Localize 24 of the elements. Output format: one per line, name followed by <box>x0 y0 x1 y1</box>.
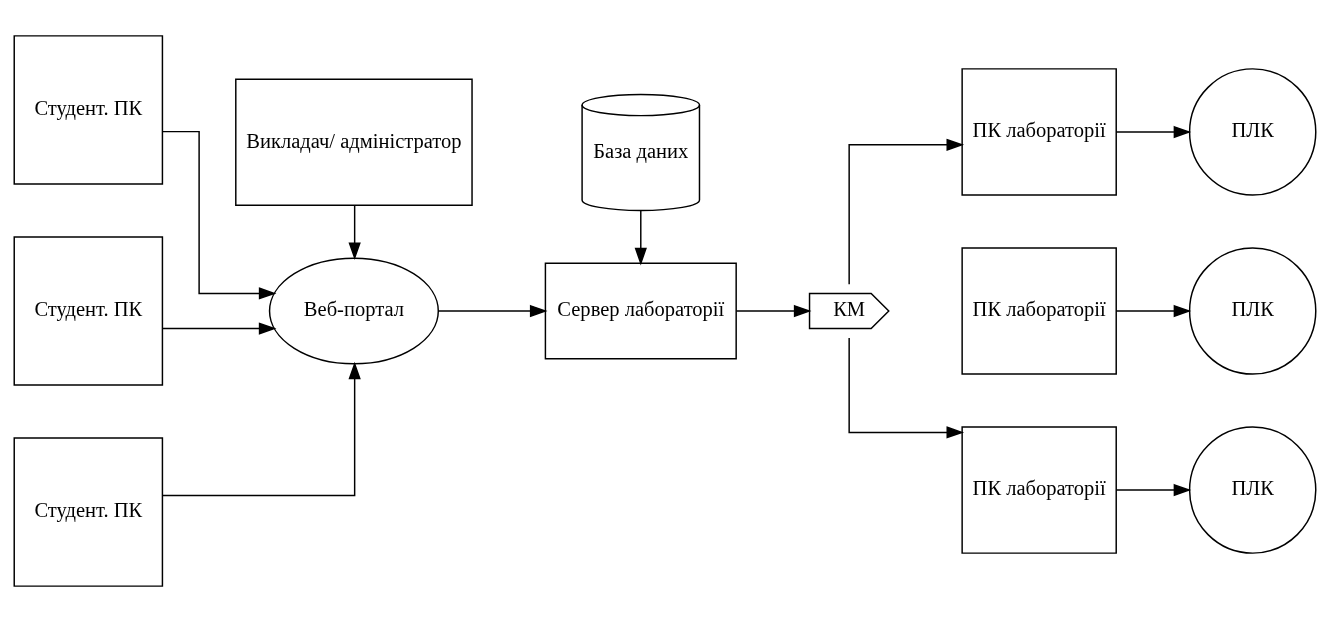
arrow <box>162 130 277 300</box>
node-ellipse: Веб-портал <box>268 257 440 365</box>
arrow <box>161 361 361 497</box>
arrow <box>348 204 361 261</box>
arrow <box>1115 304 1192 318</box>
arrow <box>634 209 647 266</box>
arrow <box>848 337 965 439</box>
node-box: Викладач/ адміністратор <box>235 78 473 207</box>
node-circle: ПЛК <box>1188 247 1317 375</box>
node-box: Студент. ПК <box>13 437 164 587</box>
arrow <box>735 304 812 318</box>
arrow <box>848 138 965 286</box>
arrow <box>1115 125 1192 139</box>
arrow <box>1115 483 1192 497</box>
arrow <box>437 304 548 318</box>
arrow <box>162 322 277 335</box>
node-box: ПК лабораторії <box>961 68 1117 196</box>
node-box: ПК лабораторії <box>961 426 1117 554</box>
node-circle: ПЛК <box>1188 68 1317 196</box>
node-box: ПК лабораторії <box>961 247 1117 375</box>
node-circle: ПЛК <box>1188 426 1317 554</box>
node-box: Сервер лабораторії <box>544 262 737 360</box>
node-box: Студент. ПК <box>13 35 164 185</box>
node-box: Студент. ПК <box>13 236 164 386</box>
